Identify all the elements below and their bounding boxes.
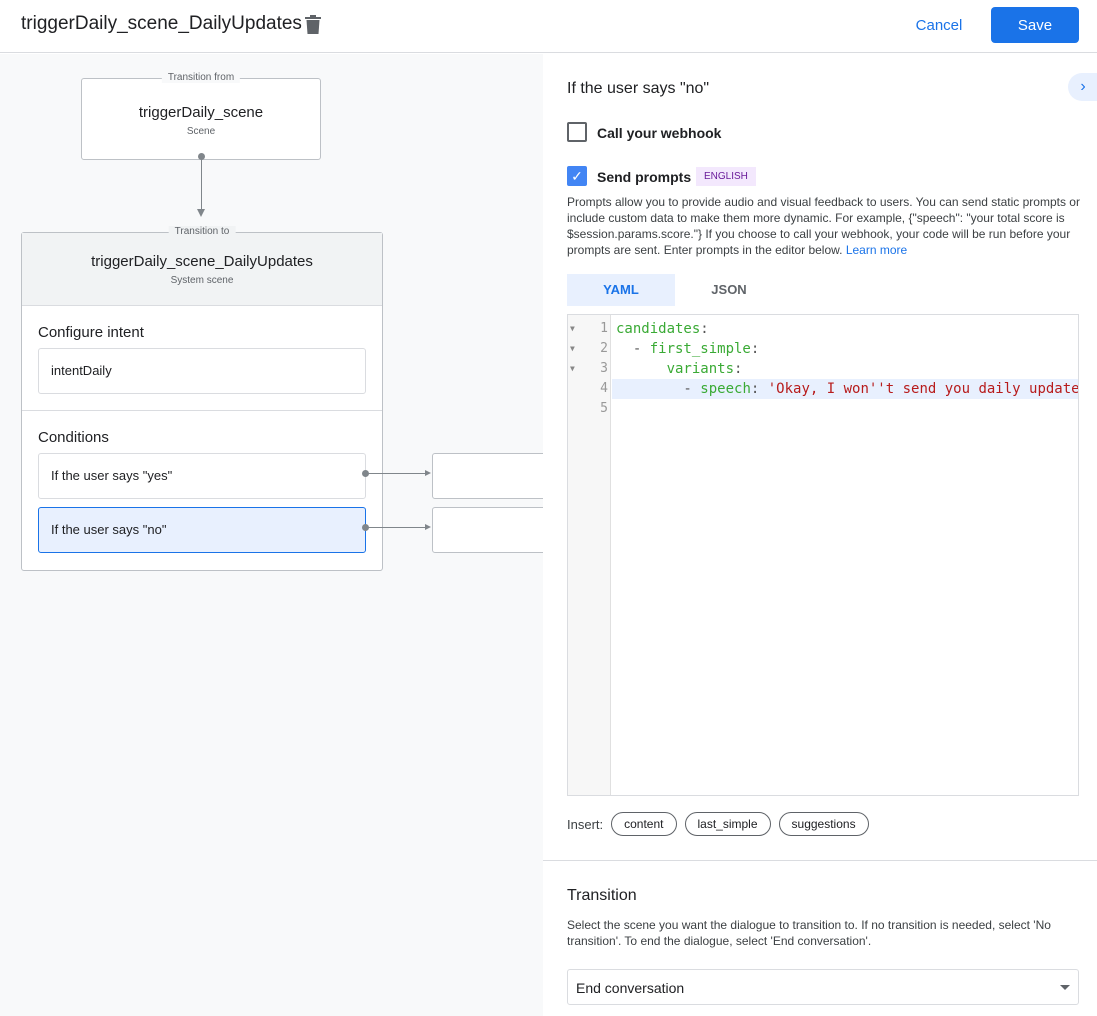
line-number: 5	[568, 399, 611, 419]
code-line[interactable]: - first_simple:	[612, 339, 1078, 359]
editor-gutter	[568, 315, 611, 795]
transition-description: Select the scene you want the dialogue t…	[567, 918, 1051, 948]
line-number: 4	[568, 379, 611, 399]
condition-no[interactable]: If the user says "no"	[38, 507, 366, 553]
intent-box[interactable]: intentDaily	[38, 348, 366, 394]
connector-dot	[362, 524, 369, 531]
webhook-checkbox[interactable]	[567, 122, 587, 142]
line-number-text: 4	[600, 381, 608, 396]
code-line[interactable]: variants:	[612, 359, 1078, 379]
description-text: Prompts allow you to provide audio and v…	[567, 195, 1080, 257]
page-title: triggerDaily_scene_DailyUpdates	[21, 13, 302, 34]
line-number-text: 5	[600, 401, 608, 416]
language-badge: ENGLISH	[696, 167, 756, 186]
connector-dot	[362, 470, 369, 477]
tab-json[interactable]: JSON	[711, 282, 747, 297]
check-icon: ✓	[571, 168, 583, 184]
line-number-text: 1	[600, 321, 608, 336]
connector-dot	[198, 153, 205, 160]
code-sep: :	[734, 361, 743, 377]
format-tabs: YAML JSON	[567, 274, 783, 306]
webhook-label: Call your webhook	[597, 125, 722, 141]
fold-arrow-icon[interactable]: ▼	[570, 364, 575, 373]
tab-yaml[interactable]: YAML	[567, 274, 675, 306]
conditions-heading: Conditions	[38, 429, 109, 446]
transition-from-label: Transition from	[161, 72, 241, 83]
fold-arrow-icon[interactable]: ▼	[570, 344, 575, 353]
dropdown-arrow-icon	[1060, 985, 1070, 990]
condition-yes-target[interactable]	[432, 453, 543, 499]
insert-chip-suggestions[interactable]: suggestions	[778, 812, 869, 836]
arrow-right-icon	[425, 524, 431, 530]
connector-line	[366, 527, 428, 528]
code-indent: -	[616, 341, 650, 357]
code-sep: :	[700, 321, 709, 337]
code-line[interactable]	[612, 399, 1078, 419]
transition-select[interactable]: End conversation	[567, 969, 1079, 1005]
line-number-text: 3	[600, 361, 608, 376]
divider	[22, 410, 382, 411]
send-prompts-label: Send prompts	[597, 169, 692, 185]
line-number: ▼2	[568, 339, 611, 359]
to-node-header[interactable]: Transition to triggerDaily_scene_DailyUp…	[22, 226, 382, 306]
arrow-right-icon	[425, 470, 431, 476]
connector-line	[366, 473, 428, 474]
cancel-button[interactable]: Cancel	[904, 8, 974, 42]
to-scene-name: triggerDaily_scene_DailyUpdates	[91, 253, 313, 270]
code-indent: -	[616, 381, 701, 397]
trash-icon[interactable]	[305, 15, 321, 34]
learn-more-link[interactable]: Learn more	[845, 243, 908, 257]
code-sep: :	[750, 381, 768, 397]
insert-bar: Insert: content last_simple suggestions	[567, 812, 869, 836]
code-key: candidates	[616, 321, 701, 337]
transition-to-label: Transition to	[168, 226, 236, 237]
code-sep: :	[750, 341, 760, 357]
transition-from-node[interactable]: Transition from triggerDaily_scene Scene	[81, 72, 321, 160]
transition-title: Transition	[567, 887, 637, 904]
to-scene-type: System scene	[170, 275, 234, 286]
transition-to-node: Transition to triggerDaily_scene_DailyUp…	[21, 226, 383, 571]
send-prompts-checkbox[interactable]: ✓	[567, 166, 587, 186]
prompts-description: Prompts allow you to provide audio and v…	[567, 194, 1082, 258]
from-scene-name: triggerDaily_scene	[138, 104, 264, 121]
line-number: ▼1	[568, 319, 611, 339]
chevron-right-icon[interactable]: ›	[1068, 73, 1097, 101]
fold-arrow-icon[interactable]: ▼	[570, 324, 575, 333]
condition-no-target[interactable]	[432, 507, 543, 553]
code-line[interactable]: - speech: 'Okay, I won''t send you daily…	[612, 379, 1078, 399]
panel-title: If the user says "no"	[567, 80, 710, 97]
insert-chip-last-simple[interactable]: last_simple	[684, 812, 771, 836]
header: triggerDaily_scene_DailyUpdates Cancel S…	[0, 0, 1097, 53]
configure-intent-heading: Configure intent	[38, 324, 144, 341]
line-number: ▼3	[568, 359, 611, 379]
connector-line	[201, 158, 202, 210]
arrow-down-icon	[197, 209, 205, 217]
code-key: first_simple	[649, 341, 751, 357]
code-key: speech	[700, 381, 751, 397]
save-button[interactable]: Save	[991, 7, 1079, 43]
line-number-text: 2	[600, 341, 608, 356]
from-scene-type: Scene	[186, 126, 216, 137]
transition-selected: End conversation	[576, 980, 685, 996]
condition-panel	[543, 54, 1097, 1016]
scene-canvas: Transition from triggerDaily_scene Scene…	[0, 54, 543, 1016]
code-line[interactable]: candidates:	[612, 319, 1078, 339]
insert-label: Insert:	[567, 816, 604, 832]
divider	[543, 860, 1097, 861]
code-key: variants	[666, 361, 735, 377]
condition-yes[interactable]: If the user says "yes"	[38, 453, 366, 499]
insert-chip-content[interactable]: content	[611, 812, 677, 836]
code-value: 'Okay, I won''t send you daily updates.'	[767, 381, 1079, 397]
code-indent	[616, 361, 667, 377]
